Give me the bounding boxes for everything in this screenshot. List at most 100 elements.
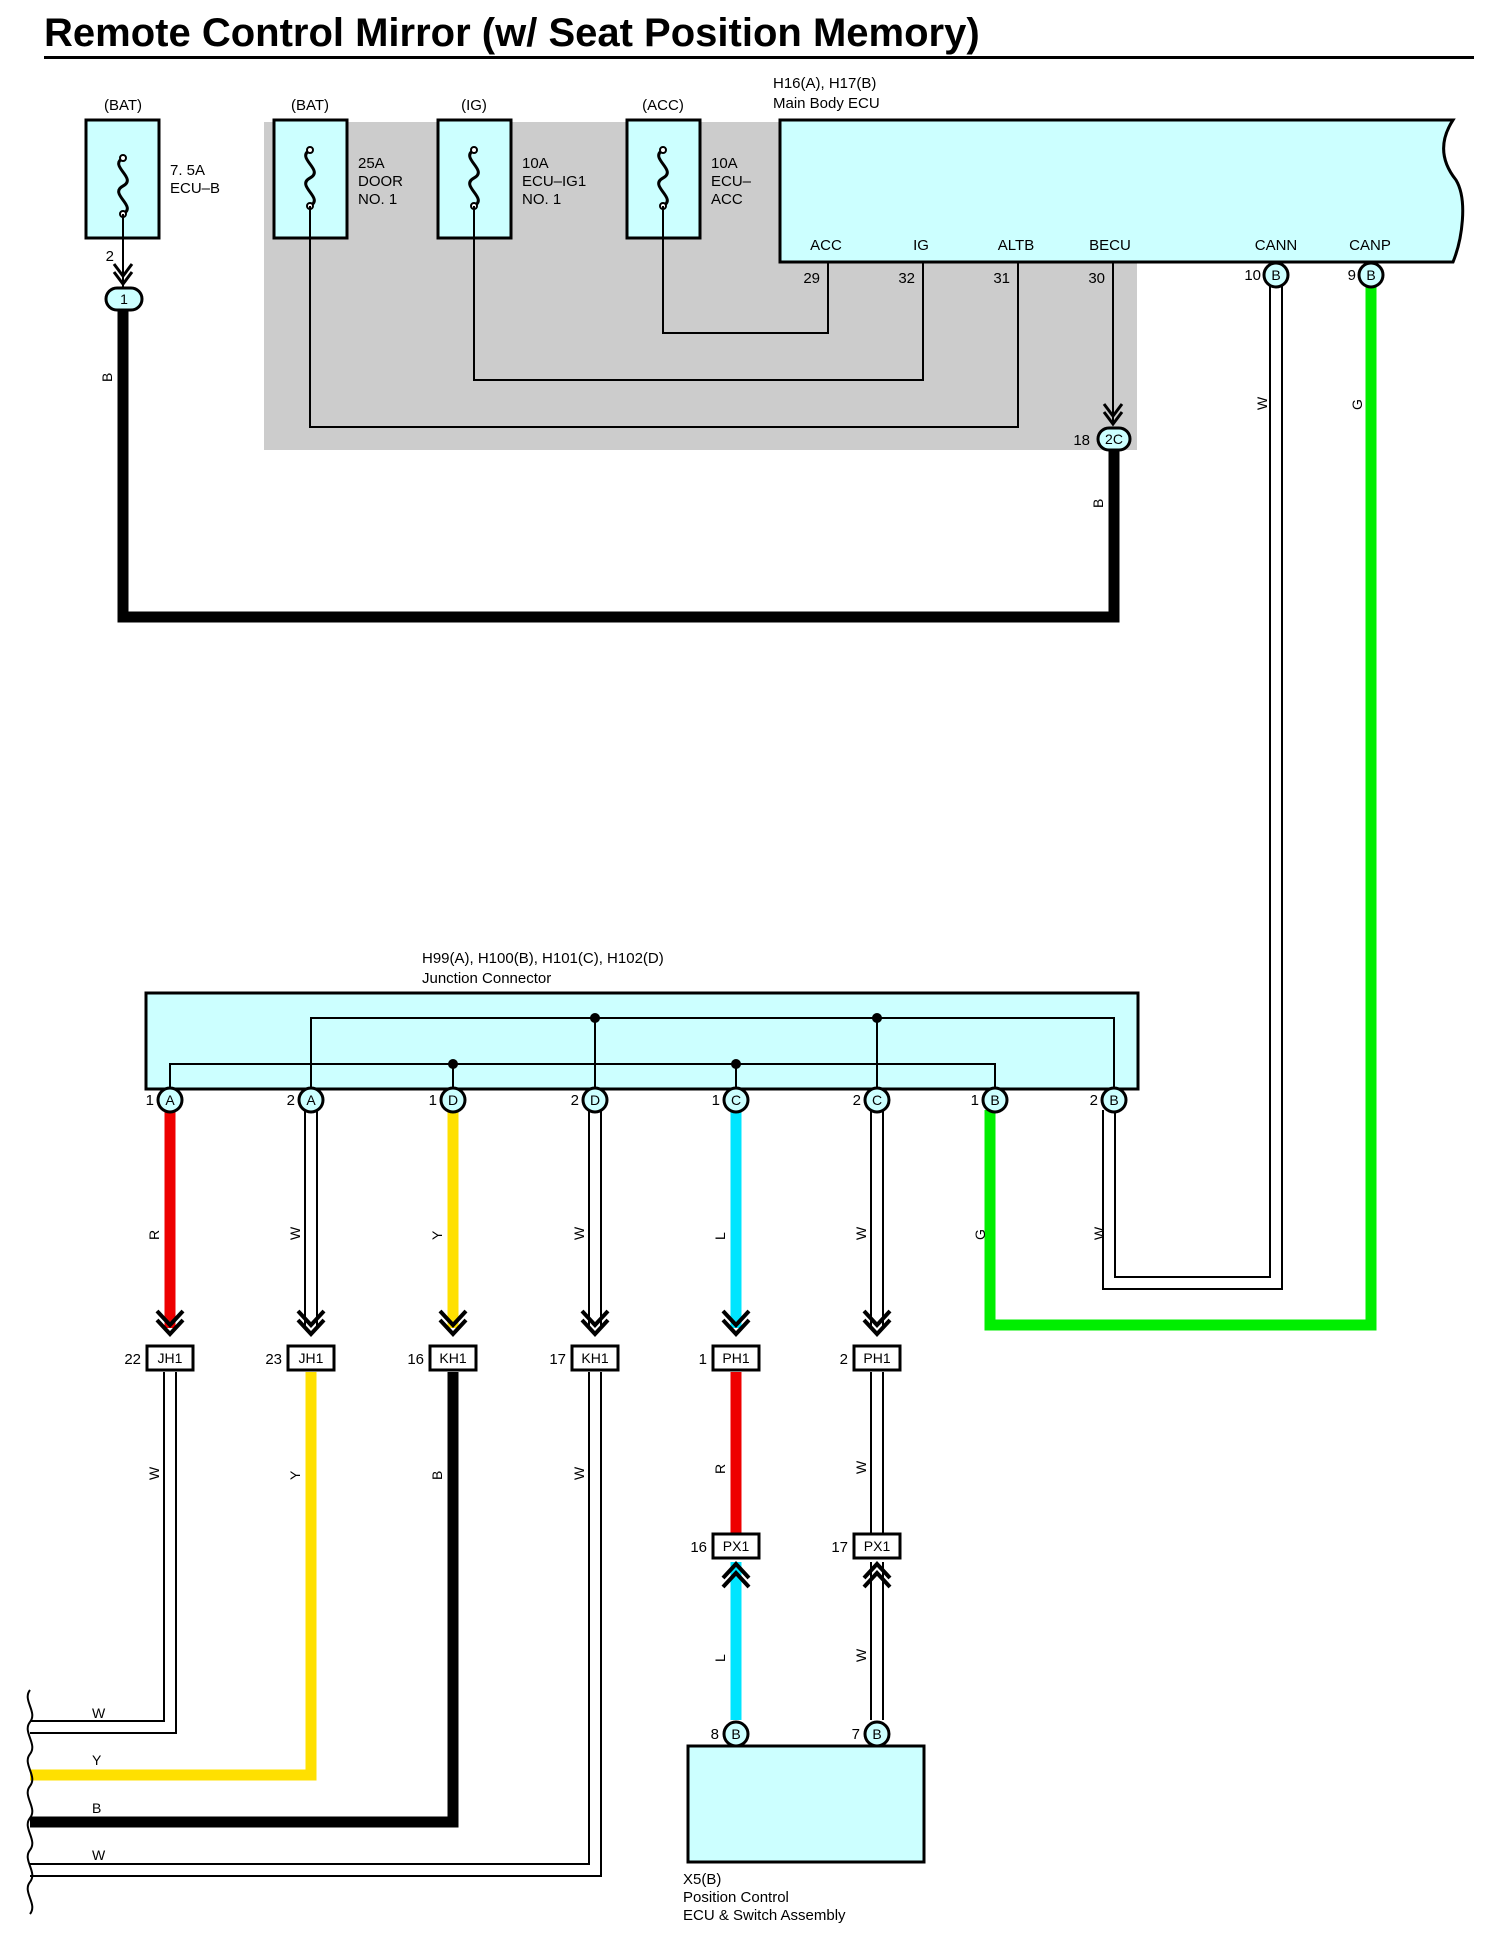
- pin-number: 2: [571, 1092, 579, 1109]
- fuse-icon: [468, 148, 480, 208]
- connector-label: C: [872, 1092, 882, 1108]
- fuse-name: ECU–B: [170, 180, 220, 197]
- pin-number: 1: [146, 1092, 154, 1109]
- connector-label: 2C: [1105, 431, 1123, 447]
- wire-color-label: W: [1254, 396, 1270, 410]
- wire-break-icon: [26, 1689, 34, 1915]
- connector-label: JH1: [299, 1350, 324, 1366]
- fuse-rating: 10A: [711, 155, 738, 172]
- wire-w: [30, 1372, 175, 1732]
- component-name: ECU & Switch Assembly: [683, 1907, 846, 1924]
- pin-number: 2: [1090, 1092, 1098, 1109]
- splice-dot: [731, 1059, 741, 1069]
- fuse-terminal-icon: [119, 154, 127, 162]
- bus-1: [169, 1063, 996, 1098]
- fuse-icon: [117, 156, 129, 216]
- connector-label: B: [990, 1092, 999, 1108]
- connector-arrow-icon: [1102, 403, 1124, 427]
- fuse-icon: [304, 148, 316, 208]
- splice-dot: [872, 1013, 882, 1023]
- connector-label: C: [731, 1092, 741, 1108]
- exit-wire-label: B: [92, 1800, 101, 1816]
- connector-label: D: [590, 1092, 600, 1108]
- fuse-terminal-icon: [470, 146, 478, 154]
- fuse-supply-label: (IG): [461, 97, 487, 114]
- connector-px1: [711, 1532, 761, 1560]
- terminal-name: ALTB: [998, 237, 1034, 254]
- connector-label: B: [1366, 267, 1375, 283]
- connector-kh1: [428, 1344, 478, 1372]
- connector-label: 1: [120, 291, 128, 307]
- jc-pin: [981, 1086, 1009, 1114]
- lower-wires: W Y B W W Y B W R W L W: [26, 1372, 892, 1915]
- inline-connectors: JH1 22 JH1 23 KH1 16 KH1 17 PH1 1 PH1 2 …: [124, 1344, 902, 1560]
- connector-label: PH1: [722, 1350, 749, 1366]
- fuse-rating: 10A: [522, 155, 549, 172]
- wire-color-label: W: [571, 1466, 587, 1480]
- component-code: X5(B): [683, 1871, 721, 1888]
- wire-acc: [662, 206, 829, 334]
- fuse-rating: 25A: [358, 155, 385, 172]
- pin-number: 29: [803, 270, 820, 287]
- wire-color-label: W: [853, 1226, 869, 1240]
- jc-pin: [297, 1086, 325, 1114]
- exit-wire-label: W: [92, 1847, 106, 1863]
- terminal-name: ACC: [810, 237, 842, 254]
- jc-pin: [581, 1086, 609, 1114]
- splice-dot: [590, 1013, 600, 1023]
- connector-label: B: [1271, 267, 1280, 283]
- wire-color-label: L: [712, 1232, 728, 1240]
- pin-number: 2: [287, 1092, 295, 1109]
- connector-arrow-icon: [112, 263, 134, 287]
- connector-label: B: [1109, 1092, 1118, 1108]
- connector-arrow-icon: [438, 1309, 468, 1337]
- fuse-name: ECU–: [711, 173, 752, 190]
- jc-pin: [863, 1086, 891, 1114]
- terminal-name: CANN: [1255, 237, 1298, 254]
- wire-color-label: G: [972, 1229, 988, 1240]
- connector-label: A: [306, 1092, 316, 1108]
- connector-kh1: [570, 1344, 620, 1372]
- pin-number: 32: [898, 270, 915, 287]
- ecu-body: [686, 1744, 926, 1864]
- connector-px1: [852, 1532, 902, 1560]
- wire-y: [30, 1372, 317, 1781]
- connector-jh1: [145, 1344, 195, 1372]
- page-title: Remote Control Mirror (w/ Seat Position …: [44, 11, 980, 55]
- ecu-pin: [722, 1720, 750, 1748]
- pin-number: 1: [971, 1092, 979, 1109]
- connector-label: B: [872, 1726, 881, 1742]
- connector-label: A: [165, 1092, 175, 1108]
- connector-arrow-icon: [580, 1309, 610, 1337]
- connector-1: [104, 286, 144, 312]
- connector-label: B: [731, 1726, 740, 1742]
- ecu-body: [778, 118, 1465, 264]
- connector-label: KH1: [581, 1350, 608, 1366]
- exit-wire-label: W: [92, 1705, 106, 1721]
- pin-number: 17: [549, 1351, 566, 1368]
- connector-arrow-icon: [862, 1309, 892, 1337]
- pin-number: 9: [1348, 267, 1356, 284]
- splice-dot: [448, 1059, 458, 1069]
- junction-connector: H99(A), H100(B), H101(C), H102(D) Juncti…: [144, 950, 1140, 1098]
- pin-number: 1: [429, 1092, 437, 1109]
- pin-number: 2: [853, 1092, 861, 1109]
- pin-number: 1: [699, 1351, 707, 1368]
- connector-label: PX1: [864, 1538, 891, 1554]
- wire-color-label: B: [99, 373, 115, 382]
- component-code: H16(A), H17(B): [773, 75, 876, 92]
- wire-ig: [473, 206, 924, 381]
- junction-body: [144, 991, 1140, 1091]
- fuse-name: ECU–IG1: [522, 173, 586, 190]
- pin-number: 31: [993, 270, 1010, 287]
- fuse-terminal-icon: [306, 146, 314, 154]
- wire-altb: [309, 206, 1019, 428]
- wire-cann: [1104, 286, 1281, 1288]
- can-wires: B 10 B 9 W G: [984, 261, 1385, 1331]
- pin-number: 18: [1073, 432, 1090, 449]
- wire-w-outline: [30, 1372, 177, 1734]
- terminal-name: BECU: [1089, 237, 1131, 254]
- fuse-terminal-icon: [659, 146, 667, 154]
- wire-w: [30, 1372, 600, 1875]
